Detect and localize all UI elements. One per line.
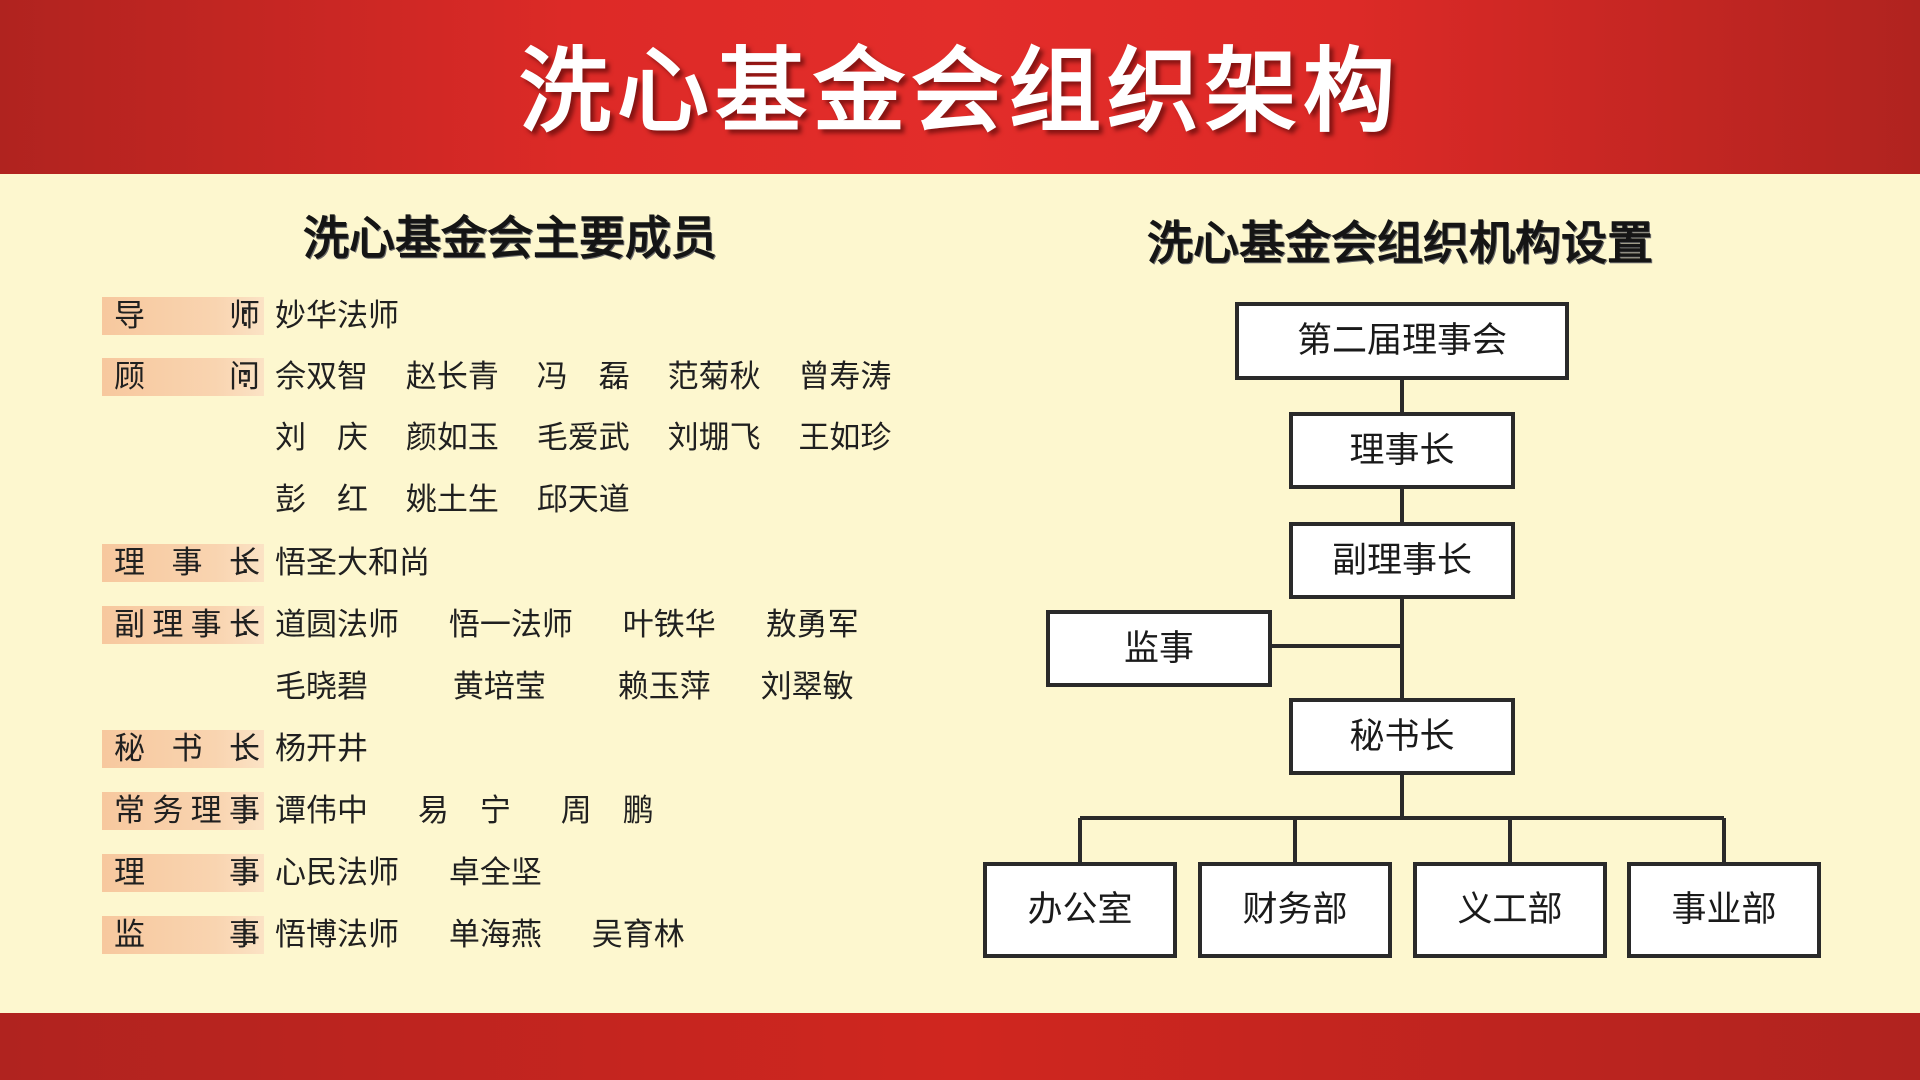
node-supervisor-label: 监事 (1124, 629, 1194, 669)
member-name: 悟圣大和尚 (275, 545, 430, 581)
node-finance-label: 财务部 (1242, 890, 1347, 930)
node-board-label: 第二届理事会 (1297, 321, 1507, 361)
footer-banner (0, 1013, 1920, 1080)
node-vice-chairman-box (1289, 522, 1515, 599)
node-vice-chairman-label: 副理事长 (1332, 541, 1472, 581)
node-finance-box (1198, 862, 1392, 958)
member-name: 易 宁 (417, 793, 511, 829)
member-name: 颜如玉 (405, 420, 499, 456)
member-line: 毛晓碧 黄培莹 赖玉萍 刘翠敏 (275, 667, 882, 707)
member-name: 单海燕 (448, 917, 542, 953)
member-name: 心民法师 (275, 855, 399, 891)
member-name: 卓全坚 (448, 855, 542, 891)
role-label-director: 理事 (102, 854, 264, 892)
member-line: 彭 红 姚土生 邱天道 (275, 480, 658, 520)
member-line: 刘 庆 颜如玉 毛爱武 刘堋飞 王如珍 (275, 418, 919, 458)
member-name: 邱天道 (536, 482, 630, 518)
member-name: 刘 庆 (275, 420, 368, 456)
role-label-mentor: 导师 (102, 297, 264, 335)
role-label-supervisor: 监事 (102, 916, 264, 954)
node-secretary-general-label: 秘书长 (1349, 717, 1454, 757)
role-label-vice-chairman: 副理事长 (102, 606, 264, 644)
member-name: 悟一法师 (448, 607, 573, 643)
member-name: 赖玉萍 (617, 669, 711, 705)
node-secretary-general-box (1289, 698, 1515, 775)
member-line: 佘双智 赵长青 冯 磊 范菊秋 曾寿涛 (275, 357, 919, 397)
header-banner: 洗心基金会组织架构 (0, 0, 1920, 174)
node-volunteer-box (1413, 862, 1607, 958)
member-name: 周 鹏 (560, 793, 654, 829)
member-name: 毛爱武 (536, 420, 630, 456)
role-colon: : (240, 731, 251, 767)
node-business-label: 事业部 (1671, 890, 1776, 930)
node-volunteer-label: 义工部 (1457, 890, 1562, 930)
member-line: 谭伟中 易 宁 周 鹏 (275, 791, 682, 831)
member-name: 妙华法师 (275, 298, 399, 334)
page-title: 洗心基金会组织架构 (518, 37, 1401, 145)
member-line: 杨开井 (275, 729, 396, 769)
member-line: 心民法师 卓全坚 (275, 853, 570, 893)
role-colon: : (240, 607, 251, 643)
member-name: 彭 红 (275, 482, 368, 518)
member-name: 黄培莹 (452, 669, 546, 705)
role-label-advisor: 顾问 (102, 358, 264, 396)
member-name: 王如珍 (798, 420, 892, 456)
member-line: 悟圣大和尚 (275, 543, 458, 583)
role-colon: : (240, 793, 251, 829)
member-line: 道圆法师 悟一法师 叶铁华 敖勇军 (275, 605, 887, 645)
node-board-box (1235, 302, 1569, 380)
node-chairman-label: 理事长 (1349, 431, 1454, 471)
member-name: 毛晓碧 (275, 669, 368, 705)
member-name: 道圆法师 (275, 607, 399, 643)
member-name: 佘双智 (275, 359, 368, 395)
role-colon: : (240, 917, 251, 953)
node-business-box (1627, 862, 1821, 958)
member-name: 赵长青 (405, 359, 499, 395)
role-label-executive-director: 常务理事 (102, 792, 264, 830)
member-name: 姚土生 (405, 482, 499, 518)
node-office-box (983, 862, 1177, 958)
member-line: 悟博法师 单海燕 吴育林 (275, 915, 713, 955)
member-name: 吴育林 (591, 917, 685, 953)
node-chairman-box (1289, 412, 1515, 489)
member-name: 刘堋飞 (667, 420, 761, 456)
node-supervisor-box (1046, 610, 1272, 687)
node-office-label: 办公室 (1027, 890, 1132, 930)
member-name: 叶铁华 (622, 607, 716, 643)
member-name: 范菊秋 (667, 359, 761, 395)
member-name: 刘翠敏 (760, 669, 854, 705)
member-name: 悟博法师 (275, 917, 399, 953)
member-name: 杨开井 (275, 731, 368, 767)
member-name: 曾寿涛 (798, 359, 892, 395)
member-name: 谭伟中 (275, 793, 368, 829)
role-colon: : (240, 359, 251, 395)
role-colon: : (240, 298, 251, 334)
role-label-secretary-general: 秘书长 (102, 730, 264, 768)
member-name: 冯 磊 (536, 359, 630, 395)
role-colon: : (240, 545, 251, 581)
org-section-title: 洗心基金会组织机构设置 (1147, 216, 1653, 270)
member-name: 敖勇军 (765, 607, 859, 643)
role-label-chairman: 理事长 (102, 544, 264, 582)
members-section-title: 洗心基金会主要成员 (303, 211, 717, 265)
role-colon: : (240, 855, 251, 891)
member-line: 妙华法师 (275, 296, 427, 336)
